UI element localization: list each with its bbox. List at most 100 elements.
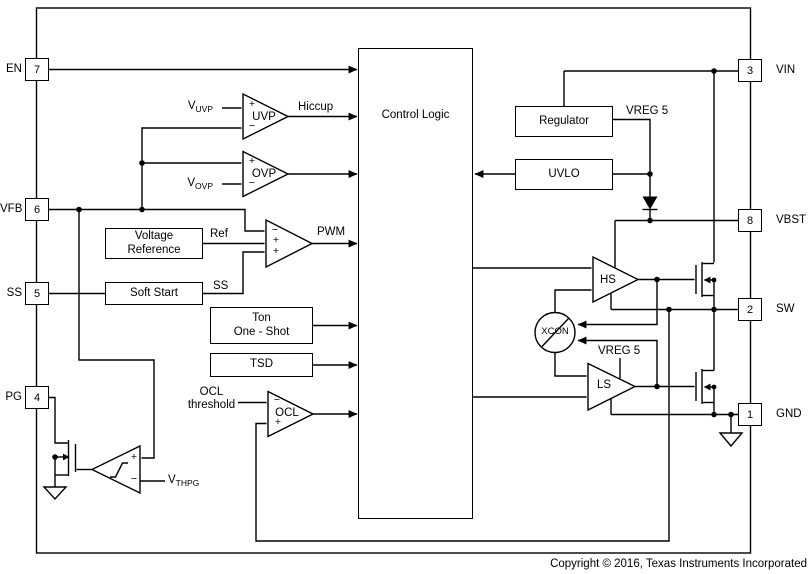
high-side-mosfet [695, 262, 715, 310]
pin-num-vin: 3 [746, 64, 754, 77]
vovp-sub: OVP [195, 181, 213, 191]
vthpg-base: V [168, 474, 176, 486]
pin-label-ss: SS [6, 287, 22, 299]
ton-label-line1: Ton [252, 311, 271, 324]
pin-box-en: 7 [25, 58, 49, 81]
wire-vin [563, 70, 738, 263]
uvp-label: UVP [252, 111, 276, 123]
pg-ground-symbol [42, 486, 68, 501]
hysteresis-icon [110, 462, 128, 478]
vovp-label: VOVP [155, 177, 213, 192]
pwm-plus2-sign: + [272, 245, 280, 257]
pin-num-sw: 2 [746, 303, 754, 316]
pin-num-vbst: 8 [746, 214, 754, 227]
pg-comparator-triangle [90, 444, 141, 495]
ocl-threshold-label: OCL threshold [183, 386, 240, 412]
pin-label-vfb: VFB [0, 203, 23, 215]
pwm-label: PWM [317, 226, 346, 238]
pin-label-vbst: VBST [776, 214, 807, 226]
ovp-label: OVP [251, 168, 277, 180]
ocl-threshold-line1: OCL [199, 386, 224, 398]
pin-label-en: EN [6, 63, 22, 75]
pin-num-en: 7 [33, 63, 41, 76]
voltage-reference-block: Voltage Reference [105, 228, 203, 259]
uvp-plus-sign: + [248, 98, 256, 110]
pin-label-sw: SW [776, 303, 795, 315]
pin-label-vin: VIN [776, 64, 796, 76]
pg-plus-sign: + [130, 451, 138, 463]
ref-label: Ref [210, 228, 228, 240]
voltage-reference-label-line1: Voltage [134, 229, 174, 242]
pin-label-gnd: GND [776, 408, 802, 420]
wire-ocl-sense [255, 309, 670, 542]
vthpg-sub: THPG [175, 478, 200, 488]
pwm-plus1-sign: + [272, 234, 280, 246]
pin-box-ss: 5 [25, 282, 49, 305]
pg-minus-sign: − [130, 473, 138, 485]
wire-vbst [614, 219, 738, 268]
wire-hs-gate-to-xcon [577, 279, 658, 329]
ls-driver-triangle [587, 362, 637, 412]
ocl-comparator-triangle [267, 390, 315, 438]
pin-box-vin: 3 [738, 59, 762, 82]
pg-mosfet [49, 396, 77, 487]
uvp-comparator-triangle [242, 92, 290, 141]
gnd-ground-symbol [718, 414, 744, 448]
regulator-block: Regulator [515, 106, 613, 137]
pin-box-gnd: 1 [738, 403, 762, 426]
pin-num-pg: 4 [33, 391, 41, 404]
pin-num-ss: 5 [33, 287, 41, 300]
hs-driver-triangle [592, 255, 640, 304]
ocl-minus-sign: − [273, 394, 281, 406]
pin-box-sw: 2 [738, 298, 762, 321]
wire-xcon-to-ls [554, 352, 587, 377]
uvlo-label: UVLO [548, 167, 580, 180]
vreg5-label-ls: VREG 5 [598, 345, 641, 357]
vreg5-label-top: VREG 5 [626, 105, 669, 117]
ovp-minus-sign: − [248, 177, 256, 189]
pin-num-vfb: 6 [33, 203, 41, 216]
pin-box-pg: 4 [25, 386, 49, 409]
wire-vfb [49, 127, 265, 232]
voltage-reference-label-line2: Reference [127, 243, 181, 256]
vovp-base: V [187, 177, 196, 189]
vuvp-base: V [187, 100, 196, 112]
ss-signal-label: SS [213, 280, 229, 292]
tsd-block: TSD [210, 353, 313, 377]
low-side-mosfet [695, 309, 715, 415]
ovp-comparator-triangle [242, 150, 290, 198]
wire-ss-out [203, 251, 265, 295]
uvlo-block: UVLO [515, 159, 613, 190]
copyright-text: Copyright © 2016, Texas Instruments Inco… [550, 558, 807, 570]
uvp-minus-sign: − [248, 120, 256, 132]
junction-dots [52, 68, 734, 460]
wire-ls-gate-to-xcon [577, 336, 658, 387]
wire-xcon-to-hs [554, 289, 592, 313]
tsd-label: TSD [250, 358, 273, 371]
ocl-label: OCL [275, 407, 299, 419]
wire-vfb-to-pg-comparator [78, 209, 155, 459]
soft-start-block: Soft Start [105, 282, 203, 305]
hiccup-label: Hiccup [298, 101, 334, 113]
ic-boundary [35, 7, 752, 554]
pwm-minus-sign: − [271, 224, 279, 236]
xcon-circle [534, 311, 576, 354]
pin-box-vbst: 8 [738, 209, 762, 232]
vuvp-sub: UVP [195, 104, 213, 114]
ocl-threshold-line2: threshold [187, 399, 236, 412]
vuvp-label: VUVP [155, 100, 213, 115]
pin-label-pg: PG [5, 391, 22, 403]
control-logic-block: Control Logic [358, 48, 473, 519]
pwm-comparator-triangle [265, 218, 314, 269]
regulator-label: Regulator [539, 114, 589, 127]
ovp-plus-sign: + [248, 155, 256, 167]
ton-label-line2: One - Shot [233, 325, 290, 338]
pin-num-gnd: 1 [746, 408, 754, 421]
ocl-plus-sign: + [274, 416, 282, 428]
hs-driver-label: HS [600, 274, 616, 286]
bootstrap-diode [642, 196, 658, 210]
control-logic-label: Control Logic [381, 109, 450, 121]
pin-box-vfb: 6 [25, 198, 49, 221]
